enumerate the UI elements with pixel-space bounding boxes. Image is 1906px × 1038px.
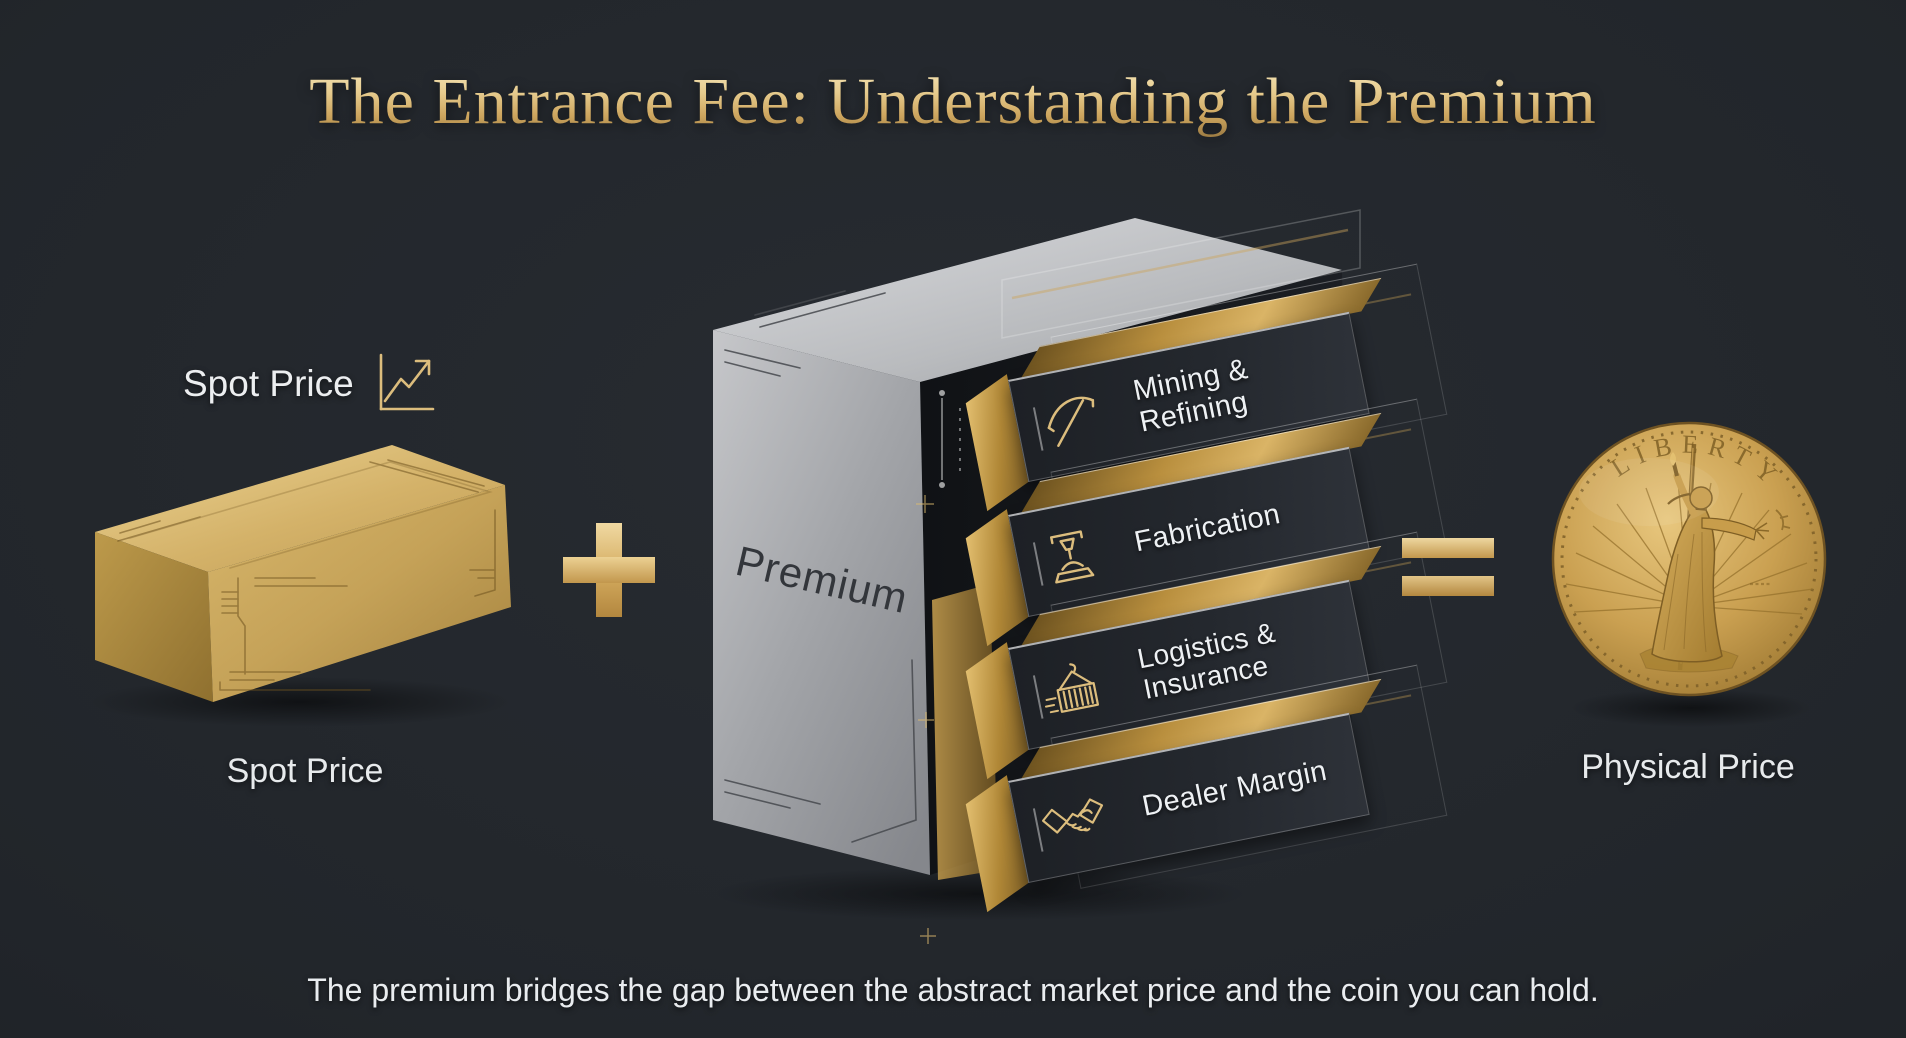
handshake-icon: [1041, 797, 1103, 834]
footer-caption: The premium bridges the gap between the …: [307, 972, 1599, 1008]
page-title: The Entrance Fee: Understanding the Prem…: [0, 64, 1906, 140]
gold-bar-shadow: [80, 676, 520, 728]
drawer-label: Fabrication: [1131, 497, 1283, 559]
drawer-front: Dealer Margin: [1008, 712, 1370, 883]
minting-press-icon: [1049, 529, 1095, 584]
premium-layer-mining: Mining & Refining: [965, 263, 1448, 512]
gold-coin-illustration: LIBERTY: [1551, 421, 1827, 697]
drawer-label: Logistics & Insurance: [1134, 616, 1278, 705]
pickaxe-icon: [1047, 396, 1095, 447]
premium-layer-dealer: Dealer Margin: [965, 664, 1448, 913]
drawer-label: Dealer Margin: [1139, 754, 1330, 823]
drawer-front: Mining & Refining: [1008, 311, 1370, 482]
equals-sign-bar: [1402, 576, 1494, 596]
physical-price-caption: Physical Price: [1581, 748, 1795, 786]
spot-price-header: Spot Price: [183, 352, 436, 416]
plus-sign: [563, 523, 655, 617]
trend-chart-icon: [379, 353, 435, 411]
equals-sign: [1402, 538, 1494, 598]
gold-bar-illustration: [95, 445, 511, 702]
premium-layer-fabrication: Fabrication: [965, 398, 1448, 647]
drawer-front: Fabrication: [1008, 446, 1370, 617]
drawer-front: Logistics & Insurance: [1008, 579, 1370, 750]
shipping-container-icon: [1044, 662, 1099, 713]
plus-sign-bar: [563, 557, 655, 583]
premium-layer-logistics: Logistics & Insurance: [965, 531, 1448, 780]
spot-price-caption: Spot Price: [226, 752, 384, 790]
spot-price-label: Spot Price: [183, 363, 354, 404]
equals-sign-bar: [1402, 538, 1494, 558]
